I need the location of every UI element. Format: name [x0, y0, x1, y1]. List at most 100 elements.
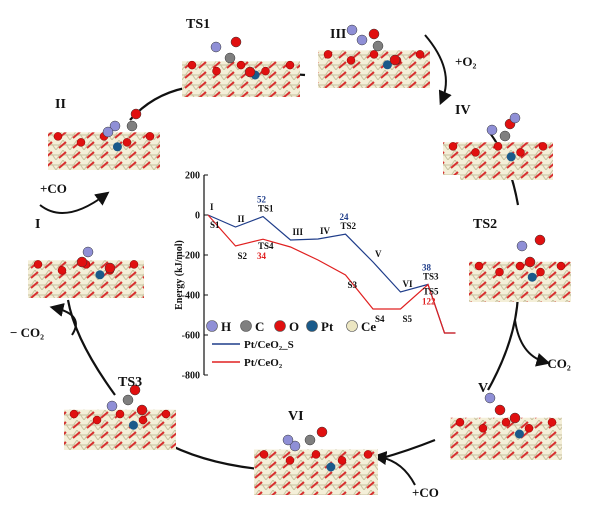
pt-atom: [514, 429, 524, 439]
atom-legend-label: Pt: [321, 319, 334, 334]
state-point-label: S5: [403, 314, 413, 324]
y-tick-label: -200: [182, 251, 200, 262]
surface-oxygen: [145, 132, 155, 141]
y-tick-label: -600: [182, 331, 200, 342]
ts-point-label: TS4: [258, 241, 274, 251]
state-point-label: V: [375, 249, 382, 259]
surface-oxygen: [369, 50, 379, 59]
y-tick-label: 200: [185, 171, 200, 182]
structure-panels: [28, 24, 571, 495]
ts-point-label: TS5: [423, 287, 439, 297]
adsorbate-atom: [484, 392, 496, 404]
adsorbate-atom: [210, 41, 222, 53]
atom-legend-swatch: [206, 320, 218, 332]
ts-point-label: TS1: [258, 204, 274, 214]
adsorbate-atom: [230, 36, 242, 48]
surface-oxygen: [524, 424, 534, 433]
adsorbate-atom: [136, 404, 148, 416]
adsorbate-atom: [106, 400, 118, 412]
pt-atom: [506, 152, 516, 162]
surface-oxygen: [76, 138, 86, 147]
legend-label-pt-ceo2: Pt/CeO₂: [244, 357, 283, 369]
adsorbate-atom: [130, 108, 142, 120]
surface-oxygen: [538, 142, 548, 151]
surface-oxygen: [311, 450, 321, 459]
adsorbate-atom: [494, 404, 506, 416]
surface-oxygen: [261, 66, 270, 76]
state-point-label: S2: [238, 251, 248, 261]
barrier-value: 34: [257, 251, 267, 261]
barrier-value: 52: [257, 195, 267, 205]
adsorbate-atom: [282, 434, 294, 446]
adsorbate-atom: [122, 394, 134, 406]
surface-oxygen: [455, 418, 465, 427]
surface-oxygen: [285, 456, 295, 465]
legend-label-pt-ceo2-s: Pt/CeO₂_S: [244, 339, 294, 351]
surface-oxygen: [495, 267, 504, 277]
surface-oxygen: [547, 418, 557, 427]
state-label-i: I: [35, 217, 40, 232]
adsorbate-atom: [389, 54, 401, 66]
state-point-label: S4: [375, 314, 385, 324]
surface-oxygen: [515, 261, 525, 271]
ts-point-label: TS2: [341, 221, 357, 231]
surface-oxygen: [33, 260, 43, 269]
adsorbate-atom: [368, 28, 380, 40]
pt-atom: [95, 270, 105, 280]
surface-oxygen: [323, 50, 333, 59]
atom-legend-swatch: [240, 320, 252, 332]
atom-legend-swatch: [274, 320, 286, 332]
surface-oxygen: [448, 142, 458, 151]
adsorbate-atom: [509, 112, 521, 124]
state-point-label: II: [238, 214, 246, 224]
surface-oxygen: [478, 424, 488, 433]
surface-oxygen: [556, 261, 566, 271]
surface-oxygen: [115, 409, 125, 419]
state-label-iii: III: [330, 27, 346, 42]
state-point-label: III: [293, 227, 304, 237]
atom-legend-label: Ce: [361, 319, 376, 334]
adsorbate-atom: [126, 120, 138, 132]
surface-oxygen: [138, 415, 148, 425]
reagent-co2-out-left: − CO₂: [10, 325, 44, 340]
adsorbate-atom: [304, 434, 316, 446]
surface-oxygen: [69, 409, 79, 419]
surface-oxygen: [212, 66, 221, 76]
surface-oxygen: [501, 418, 511, 427]
barrier-value: 122: [422, 297, 436, 307]
state-label-vi: VI: [288, 409, 304, 424]
state-label-ts1: TS1: [186, 17, 210, 32]
adsorbate-atom: [524, 256, 536, 268]
state-point-label: IV: [320, 226, 331, 236]
y-axis-label: Energy (kJ/mol): [174, 240, 185, 310]
adsorbate-atom: [82, 246, 94, 258]
adsorbate-atom: [289, 440, 301, 452]
surface-oxygen: [57, 266, 67, 275]
surface-oxygen: [161, 409, 171, 419]
reagent-co-in-left: +CO: [40, 181, 67, 196]
state-label-ts2: TS2: [473, 217, 497, 232]
surface-oxygen: [187, 60, 197, 70]
adsorbate-atom: [109, 120, 121, 132]
atom-legend-swatch: [346, 320, 358, 332]
adsorbate-atom: [224, 52, 236, 64]
pt-atom: [382, 60, 392, 70]
surface-oxygen: [129, 260, 139, 269]
series-line-1: [207, 214, 456, 334]
adsorbate-atom: [372, 40, 384, 52]
reagent-co-in-bottom: +CO: [412, 485, 439, 500]
y-tick-label: 0: [195, 211, 200, 222]
adsorbate-atom: [499, 130, 511, 142]
surface-oxygen: [493, 142, 503, 151]
ts-point-label: TS3: [423, 271, 439, 281]
surface-oxygen: [285, 60, 295, 70]
pt-atom: [326, 462, 336, 472]
adsorbate-atom: [516, 240, 528, 252]
state-label-ii: II: [55, 97, 66, 112]
state-point-label: S3: [348, 280, 358, 290]
state-point-label: S1: [210, 220, 220, 230]
